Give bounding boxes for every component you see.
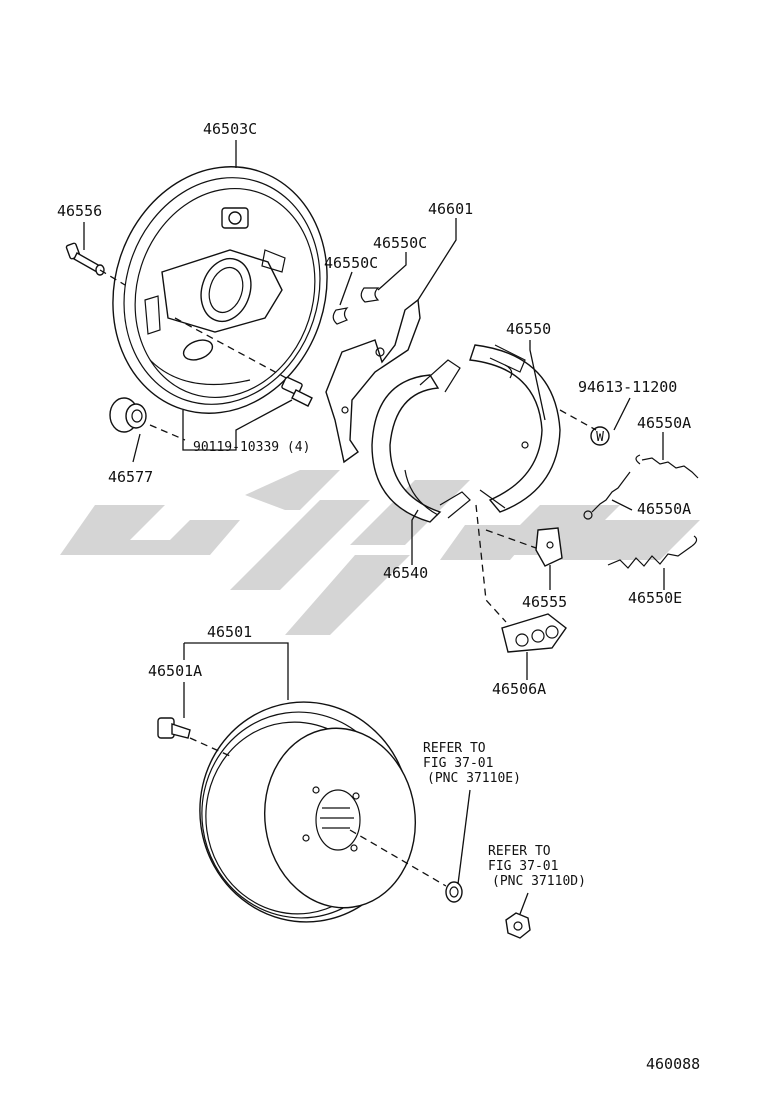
adjuster-46555	[535, 527, 563, 567]
spring-46550E	[607, 535, 698, 569]
refer-line-1: REFER TO	[488, 844, 551, 859]
bolt-46556	[65, 242, 105, 276]
label-46550: 46550	[506, 320, 551, 338]
label-46550C-b: 46550C	[324, 254, 378, 272]
brake-shoe-46550	[469, 344, 561, 513]
label-46601: 46601	[428, 200, 473, 218]
wheel-cylinder-46506A	[501, 613, 567, 653]
label-46501: 46501	[207, 623, 252, 641]
reference-note-37110D: REFER TO FIG 37-01 (PNC 37110D)	[488, 844, 586, 889]
refer-line-2: FIG 37-01	[488, 859, 558, 874]
spring-46550A-upper	[635, 454, 699, 479]
label-46577: 46577	[108, 468, 153, 486]
reference-note-37110E: REFER TO FIG 37-01 (PNC 37110E)	[423, 741, 521, 786]
label-46555: 46555	[522, 593, 567, 611]
bolt-90119	[281, 376, 313, 407]
label-90119-10339: 90119-10339 (4)	[193, 440, 310, 455]
label-46540: 46540	[383, 564, 428, 582]
spring-46550A-lower	[583, 471, 631, 520]
washer-94613: W	[590, 426, 610, 446]
figure-number: 460088	[646, 1055, 700, 1073]
washer-37110E	[445, 881, 463, 903]
parking-lever-46601	[325, 298, 421, 464]
alignment-dashes	[99, 269, 597, 887]
label-46550E: 46550E	[628, 589, 682, 607]
washer-w-mark: W	[596, 430, 604, 445]
label-46550C-a: 46550C	[373, 234, 427, 252]
label-46550A-b: 46550A	[637, 500, 691, 518]
label-46503C: 46503C	[203, 120, 257, 138]
hub-bolt-46501A	[157, 717, 191, 739]
watermark-logo	[60, 470, 700, 635]
label-46501A: 46501A	[148, 662, 202, 680]
refer-line-3: (PNC 37110E)	[427, 771, 521, 786]
label-46506A: 46506A	[492, 680, 546, 698]
refer-line-2: FIG 37-01	[423, 756, 493, 771]
backing-plate	[112, 166, 328, 414]
clip-46550C-b	[360, 287, 380, 303]
label-46556: 46556	[57, 202, 102, 220]
leader-lines	[83, 140, 665, 915]
clip-46550C-a	[332, 307, 349, 325]
brake-shoe-46540	[371, 359, 471, 523]
refer-line-3: (PNC 37110D)	[492, 874, 586, 889]
refer-line-1: REFER TO	[423, 741, 486, 756]
plug-46577	[109, 397, 147, 433]
nut-37110D	[505, 912, 531, 939]
label-46550A-a: 46550A	[637, 414, 691, 432]
label-94613-11200: 94613-11200	[578, 378, 677, 396]
part-labels: 46503C 46556 46601 46550C 46550C 46550 9…	[57, 120, 691, 698]
brake-drum-46501	[199, 701, 417, 923]
